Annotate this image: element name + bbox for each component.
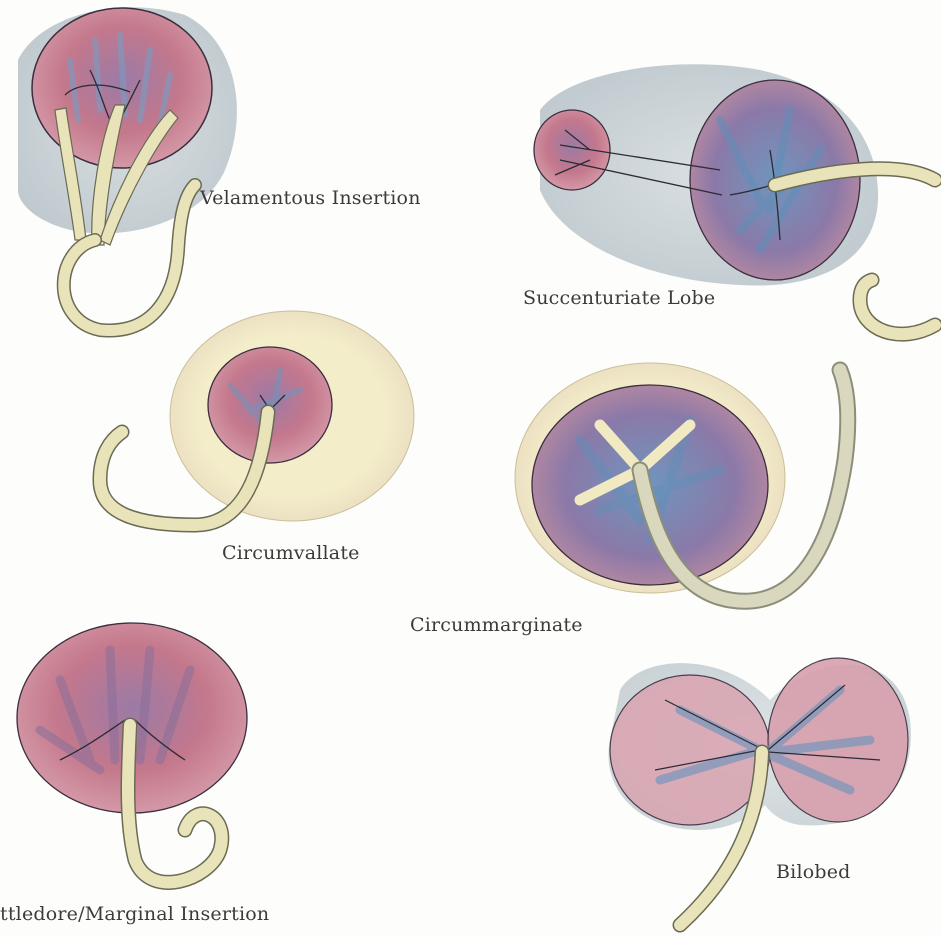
circumvallate-figure [100, 311, 414, 525]
label-circummarginate: Circummarginate [410, 614, 583, 636]
battledore-marginal-insertion-figure [17, 623, 247, 882]
label-bilobed: Bilobed [776, 861, 851, 883]
velamentous-insertion-figure [18, 7, 237, 330]
label-succenturiate-lobe: Succenturiate Lobe [523, 287, 715, 309]
label-battledore-marginal-insertion: ttledore/Marginal Insertion [0, 903, 269, 925]
circummarginate-figure [515, 363, 848, 601]
label-velamentous-insertion: Velamentous Insertion [200, 187, 421, 209]
label-circumvallate: Circumvallate [222, 542, 360, 564]
bilobed-figure [608, 658, 910, 925]
